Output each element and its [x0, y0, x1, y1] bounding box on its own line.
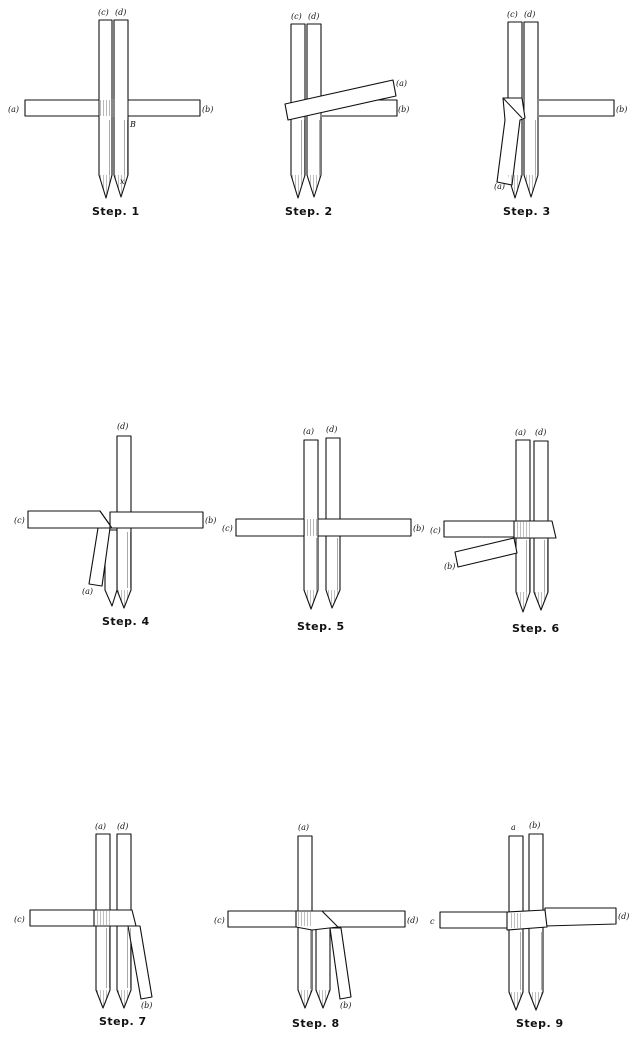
label-a: (a) [298, 823, 309, 832]
label-d: (d) [326, 425, 337, 434]
strip-c [29, 909, 97, 927]
step-1: (c) (d) (a) (b) B x Step. 1 [8, 8, 213, 218]
step-6: (a) (d) (c) (b) Step. 6 [430, 428, 560, 635]
label-d: (d) [117, 822, 128, 831]
label-c: (c) [430, 526, 441, 535]
label-d: (d) [117, 422, 128, 431]
label-c: (c) [14, 915, 25, 924]
step-caption: Step. 6 [512, 622, 560, 635]
label-b: (b) [205, 516, 216, 525]
label-b: (b) [398, 105, 409, 114]
label-b: (b) [529, 821, 540, 830]
label-a: (a) [95, 822, 106, 831]
strip-c [227, 910, 299, 928]
strip-d [544, 907, 617, 927]
step-3: (c) (d) (b) (a) Step. 3 [494, 10, 627, 218]
step-caption: Step. 7 [99, 1015, 147, 1028]
label-b: (b) [444, 562, 455, 571]
label-c: (c) [222, 524, 233, 533]
label-a: (a) [396, 79, 407, 88]
label-a: (a) [82, 587, 93, 596]
label-c: (c) [98, 8, 109, 17]
label-d: (d) [524, 10, 535, 19]
label-c: (c) [14, 516, 25, 525]
step-4: (d) (c) (b) (a) Step. 4 [14, 422, 216, 628]
step-caption: Step. 3 [503, 205, 551, 218]
label-d: (d) [407, 916, 418, 925]
label-b: (b) [202, 105, 213, 114]
step-8: (a) (c) (d) (b) Step. 8 [214, 823, 418, 1030]
strip-b [454, 537, 518, 568]
label-a: (a) [494, 182, 505, 191]
strip-horizontal [235, 518, 412, 537]
label-d: (d) [115, 8, 126, 17]
step-caption: Step. 8 [292, 1017, 340, 1030]
label-a: (a) [8, 105, 19, 114]
step-9: a (b) c (d) Step. 9 [430, 821, 629, 1030]
strip-horizontal [109, 511, 204, 529]
strip-c [27, 510, 113, 529]
step-5: (a) (d) (c) (b) Step. 5 [222, 425, 424, 633]
label-B: B [129, 120, 136, 129]
strip-a [284, 79, 397, 121]
label-c: (c) [214, 916, 225, 925]
label-d: (d) [308, 12, 319, 21]
label-a: (a) [515, 428, 526, 437]
label-a: a [511, 823, 516, 832]
label-b: (b) [340, 1001, 351, 1010]
label-b: (b) [413, 524, 424, 533]
step-caption: Step. 5 [297, 620, 345, 633]
strip-b [329, 927, 352, 1000]
label-c: (c) [291, 12, 302, 21]
strip-b [127, 925, 153, 1000]
strip-a [88, 527, 111, 587]
step-caption: Step. 2 [285, 205, 333, 218]
label-d: (d) [535, 428, 546, 437]
strip-c-lower [104, 529, 118, 607]
step-caption: Step. 1 [92, 205, 140, 218]
label-c: (c) [507, 10, 518, 19]
step-caption: Step. 9 [516, 1017, 564, 1030]
step-7: (a) (d) (c) (b) Step. 7 [14, 822, 153, 1028]
label-x: x [120, 177, 125, 186]
strip-c [443, 520, 517, 538]
label-a: (a) [303, 427, 314, 436]
step-caption: Step. 4 [102, 615, 150, 628]
step-2: (c) (d) (a) (b) Step. 2 [284, 12, 409, 218]
strip-a [496, 97, 526, 186]
label-d: (d) [618, 912, 629, 921]
strip-c [439, 911, 510, 929]
label-b: (b) [141, 1001, 152, 1010]
label-c: c [430, 917, 435, 926]
label-b: (b) [616, 105, 627, 114]
